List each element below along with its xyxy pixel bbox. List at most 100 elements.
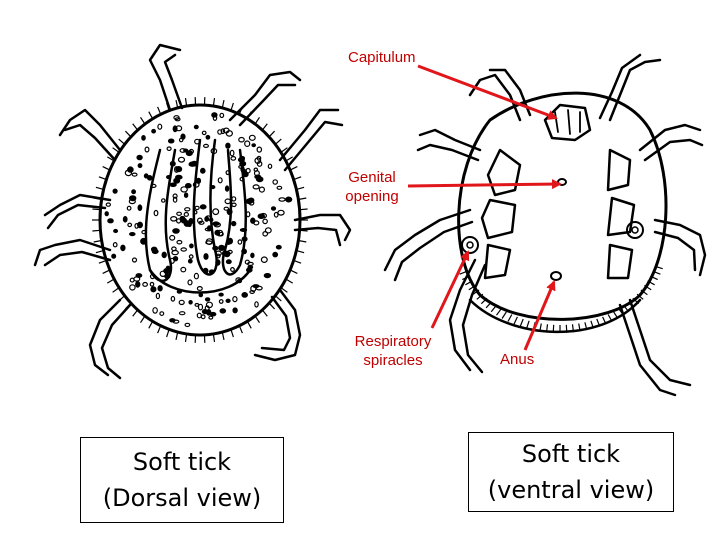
label-capitulum: Capitulum	[348, 48, 416, 67]
tubercle-spot	[230, 267, 235, 273]
bristle	[513, 316, 518, 325]
tubercle-spot	[204, 297, 211, 302]
bristle	[132, 309, 139, 317]
tubercle-spot	[196, 286, 203, 292]
bristle	[93, 197, 102, 201]
tubercle-spot	[167, 138, 175, 144]
tubercle-spot	[226, 208, 233, 216]
tubercle-spot	[151, 128, 157, 134]
bristle	[652, 270, 661, 275]
bristle	[293, 259, 302, 264]
caption-dorsal-line2: (Dorsal view)	[102, 484, 262, 512]
bristle	[644, 284, 652, 291]
tubercle-spot	[176, 239, 183, 245]
bristle	[640, 289, 648, 296]
bristle	[246, 321, 252, 329]
tubercle-spot	[267, 163, 273, 169]
bristle	[157, 106, 162, 115]
tubercle-spot	[152, 307, 158, 314]
tubercle-spot	[210, 148, 218, 155]
tubercle-spot	[129, 284, 136, 291]
bristle	[490, 305, 497, 313]
tubercle-spot	[272, 251, 279, 258]
tubercle-spot	[149, 281, 155, 287]
tubercle-spot	[272, 179, 279, 185]
label-capitulum-text: Capitulum	[348, 49, 416, 66]
tubercle-spot	[218, 244, 226, 251]
tubercle-spot	[128, 195, 137, 202]
tubercle-spot	[258, 186, 265, 193]
tubercle-spot	[263, 273, 272, 279]
bristle	[285, 156, 294, 162]
tubercle-spot	[218, 299, 224, 304]
tubercle-spot	[250, 252, 255, 259]
bristle	[92, 208, 101, 211]
bristle	[545, 324, 549, 333]
bristle	[465, 280, 473, 286]
tubercle-spot	[247, 197, 255, 204]
bristle	[157, 325, 162, 334]
tubercle-spot	[194, 205, 200, 211]
tubercle-spot	[112, 188, 118, 194]
bristle	[112, 147, 120, 153]
tubercle-spot	[256, 146, 263, 153]
tubercle-spot	[172, 256, 179, 262]
tubercle-spot	[170, 295, 176, 302]
bristle	[212, 98, 216, 107]
tubercle-spot	[176, 289, 183, 294]
tubercle-spot	[212, 114, 218, 122]
tubercle-spot	[198, 292, 204, 298]
tubercle-spot	[217, 177, 223, 184]
tubercle-spot	[194, 138, 201, 145]
tubercle-spot	[246, 267, 253, 273]
tubercle-spot	[260, 256, 268, 264]
arrow-respiratory-spiracle	[430, 250, 470, 329]
bristle	[274, 295, 282, 302]
tubercle-spot	[205, 301, 213, 309]
tubercle-spot	[252, 184, 260, 190]
tubercle-spot	[129, 277, 135, 283]
bristle	[118, 138, 126, 145]
tubercle-spot	[172, 228, 180, 234]
bristle	[92, 229, 101, 232]
tubercle-spot	[141, 229, 148, 235]
tubercle-spot	[270, 206, 277, 211]
bristle	[106, 156, 115, 162]
bristle	[261, 123, 268, 131]
tubercle-spot	[131, 257, 138, 263]
bristle	[526, 320, 530, 329]
tubercle-spot	[150, 286, 157, 293]
tubercle-spot	[202, 267, 209, 275]
label-resp-line2: spiracles	[363, 352, 423, 369]
tubercle-spot	[225, 170, 230, 176]
tubercle-spot	[192, 181, 200, 188]
bristle	[602, 316, 607, 325]
tubercle-spot	[221, 250, 227, 257]
bristle	[298, 239, 307, 243]
bristle	[254, 315, 261, 324]
tubercle-spot	[245, 211, 251, 218]
bristle	[212, 333, 216, 342]
tubercle-spot	[262, 231, 269, 237]
tubercle-spot	[278, 197, 286, 202]
bristle	[184, 98, 188, 107]
arrow-capitulum	[417, 64, 558, 120]
tubercle-spot	[206, 225, 212, 232]
tubercle-spot	[150, 246, 158, 252]
tubercle-spot	[149, 273, 156, 280]
label-genital-opening: Genital opening	[336, 168, 408, 206]
tubercle-spot	[175, 166, 183, 173]
tubercle-spot	[213, 222, 222, 228]
tubercle-spot	[212, 245, 219, 251]
tubercle-spot	[209, 185, 216, 190]
tubercle-spot	[188, 148, 194, 154]
tubercle-spot	[144, 146, 150, 153]
tubercle-spot	[236, 278, 243, 284]
bristle	[298, 197, 307, 201]
label-respiratory-spiracles: Respiratory spiracles	[340, 332, 446, 370]
tubercle-spot	[238, 164, 244, 169]
dorsal-tubercle-pattern	[104, 112, 293, 328]
tubercle-spot	[188, 161, 197, 167]
bristle	[459, 270, 468, 275]
